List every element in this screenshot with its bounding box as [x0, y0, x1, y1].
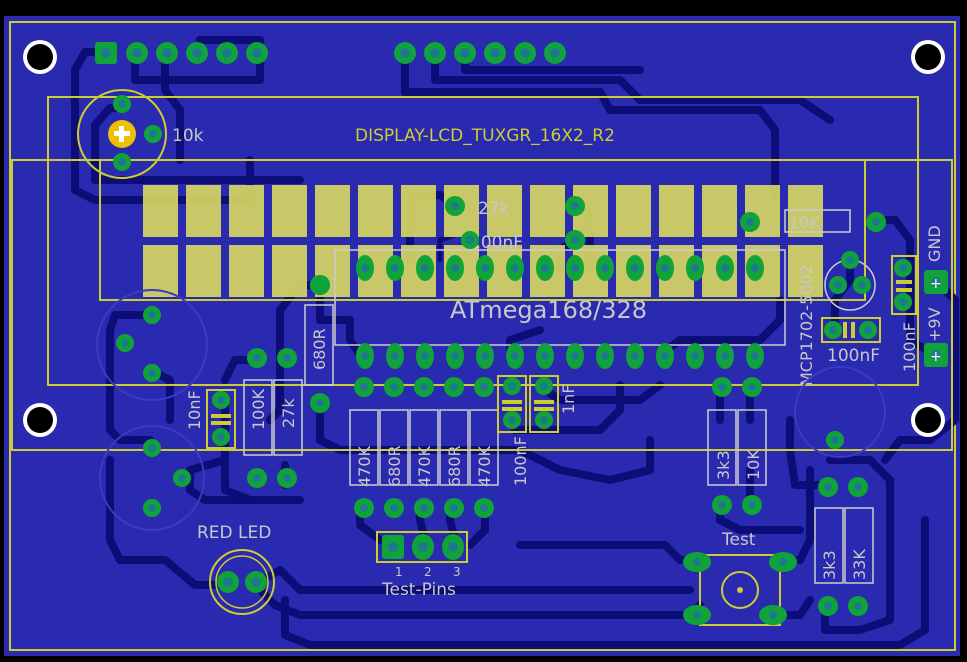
copper-pour [4, 16, 960, 656]
r3k3-mid [707, 377, 737, 515]
header-pins-left [95, 42, 268, 64]
cap-outline-2 [99, 425, 205, 531]
red-led-label: RED LED [197, 523, 271, 543]
pot-label: 10k [172, 126, 204, 146]
test-pins [376, 531, 468, 563]
c1nf [529, 375, 559, 433]
r3k3-right-label: 3k3 [820, 550, 839, 580]
header-pins-right [394, 42, 566, 64]
c10nf [206, 389, 236, 449]
regulator-label: MCP1702-5002 [797, 264, 816, 386]
lcd-glass-outline [99, 159, 866, 301]
c100nf-mid [497, 375, 527, 433]
c100nf-vertical-label: 100nF [900, 322, 919, 372]
regulator [824, 251, 876, 311]
cap-outline-1 [96, 289, 208, 401]
r10k-right-label: 10K [789, 213, 820, 232]
c100nf-top-label: 100nF [470, 233, 523, 253]
test-pins-label: Test-Pins [381, 580, 456, 600]
r470k-2-label: 470K [415, 445, 434, 487]
r100k-label: 100K [249, 388, 268, 430]
r3k3-mid-label: 3k3 [714, 450, 733, 480]
r470k-3-label: 470K [475, 445, 494, 487]
test-button [683, 552, 797, 626]
mcu-outline [334, 249, 786, 346]
c100nf-right [821, 317, 881, 343]
pin-1-label: 1 [395, 565, 403, 579]
cap-outline-3 [794, 366, 886, 458]
c10nf-label: 10nF [185, 390, 204, 430]
red-led [209, 549, 275, 615]
r27k-top-label: 27k [478, 199, 510, 219]
r680r-2-label: 680R [445, 445, 464, 487]
r470k-1-label: 470K [355, 445, 374, 487]
test-button-label: Test [721, 530, 756, 550]
r33k-right [844, 477, 874, 616]
c1nf-label: 1nF [559, 384, 578, 414]
r27k-label: 27k [279, 398, 298, 428]
vin-label: +9V [925, 307, 944, 342]
c100nf-vertical [891, 255, 917, 315]
svg-text:+: + [930, 276, 942, 292]
mcu-pads-bottom [356, 343, 764, 369]
mcu-label: ATmega168/328 [450, 296, 647, 324]
r100k [243, 348, 273, 488]
c100nf-right-label: 100nF [827, 346, 880, 366]
mcu-pads-top [310, 255, 764, 295]
r10k-mid-label: 10K [744, 449, 763, 480]
power-terminals: + + [924, 270, 948, 367]
potentiometer [77, 89, 167, 179]
pin-2-label: 2 [424, 565, 432, 579]
pin-3-label: 3 [453, 565, 461, 579]
r27k [273, 348, 303, 488]
r680r-1-label: 680R [385, 445, 404, 487]
r3k3-right [814, 477, 844, 616]
gnd-label: GND [925, 225, 944, 262]
display-label: DISPLAY-LCD_TUXGR_16X2_R2 [355, 126, 615, 146]
svg-text:+: + [930, 349, 942, 365]
r680r-left [304, 275, 334, 413]
r10k-right [740, 209, 886, 233]
mounting-holes [23, 40, 945, 437]
r33k-right-label: 33K [850, 549, 869, 580]
c100nf-mid-label: 100nF [511, 436, 530, 486]
resistor-bank [349, 377, 499, 518]
r680r-left-label: 680R [310, 328, 329, 370]
r10k-mid [737, 377, 767, 515]
